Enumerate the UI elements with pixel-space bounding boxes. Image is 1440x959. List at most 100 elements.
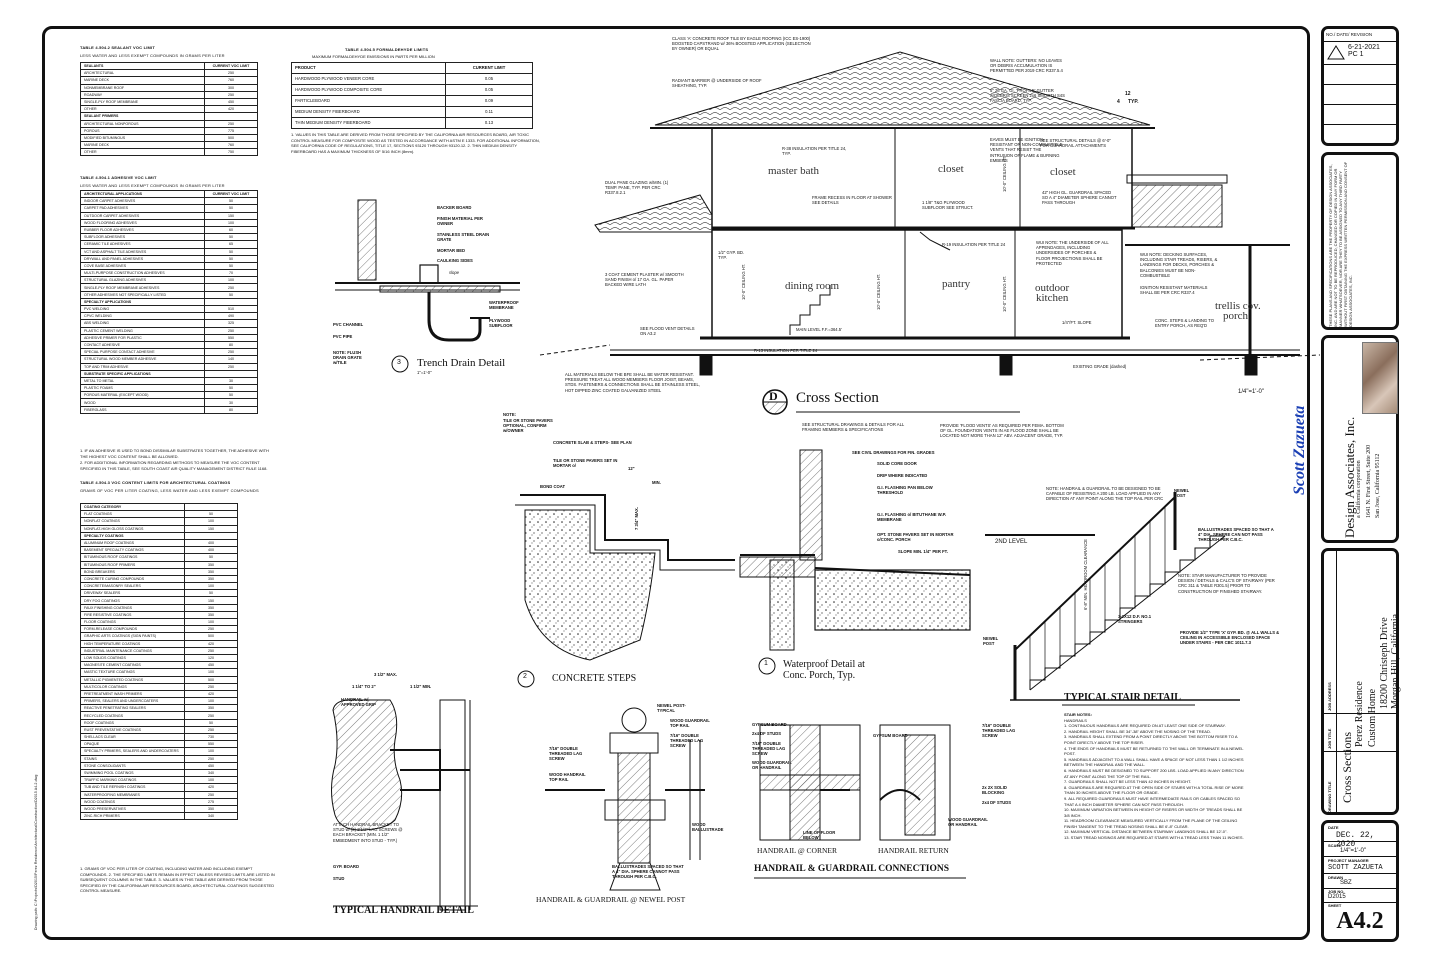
job-no-value: D2015	[1328, 894, 1346, 900]
porch-title-2: Conc. Porch, Typ.	[783, 670, 856, 681]
adhesive-footnote-2: 2. FOR ADDITIONAL INFORMATION REGARDING …	[80, 460, 268, 471]
trench-caulk: CAULKING SIDES	[437, 258, 473, 263]
sealant-table-subtitle: LESS WATER AND LESS EXEMPT COMPOUNDS IN …	[80, 53, 225, 58]
table-cell-value: 340	[184, 812, 238, 821]
porch-civil: SEE CIVIL DRAWINGS FOR FIN. GRADES	[852, 450, 935, 455]
stair-stringers: 3-2X12 D.F. NO.1 STRINGERS	[1118, 614, 1152, 625]
room-master-bath: master bath	[768, 165, 820, 177]
dual-pane-note: DUAL PANE GLAZING w/MIN. (1) TEMP. PANE,…	[605, 180, 669, 196]
handrail-stud: STUD	[333, 876, 345, 881]
conn-gyp-2: GYPSUM BOARD	[873, 733, 908, 738]
porch-title-1: Waterproof Detail at	[783, 659, 865, 670]
gyp-note: 1/2" GYP. BD. TYP.	[718, 250, 745, 261]
porch-detail-lines	[739, 449, 971, 651]
job-title-label: JOB TITLE	[1327, 728, 1332, 749]
porch-drip: DRIP WHERE INDICATED	[877, 473, 928, 478]
conn-gyp-1: GYPSUM BOARD	[752, 722, 787, 727]
job-title-1: Perez Residence	[1354, 681, 1365, 747]
table-cell-value	[204, 297, 258, 307]
room-trellis: trellis cov.	[1215, 300, 1261, 312]
handrail-detail-lines	[331, 699, 478, 911]
trench-backer: BACKER BOARD	[437, 205, 472, 210]
table-cell-value: 50	[204, 254, 258, 263]
porch-flash2: G.I. FLASHING o/ BITUTHANE W.P. MEMBRANE	[877, 512, 947, 523]
revision-date: 6-21-2021	[1348, 44, 1380, 51]
concrete-steps-lines	[515, 494, 735, 661]
steps-bond: BOND COAT	[540, 484, 566, 489]
porch-slope: SLOPE MIN. 1/4" PER FT.	[898, 549, 948, 554]
job-address-1: 18200 Christeph Drive	[1379, 617, 1390, 709]
ceiling-height-4: 10'-0" CEILING HT.	[1002, 275, 1007, 312]
table-cell-value: 70	[204, 269, 258, 278]
handrail-attach: ATTACH HANDRAIL BRACKET TO STUD w/ (2) 2…	[333, 822, 403, 843]
handrail-gyp: GYP. BOARD	[333, 864, 359, 869]
underside-note: WUI NOTE: THE UNDERSIDE OF ALL APPENDAGE…	[1036, 240, 1109, 266]
firm-block: Design Associates, Inc. a California cor…	[1321, 335, 1399, 543]
stair-note: NOTE: HANDRAIL & GUARDRAIL TO BE DESIGNE…	[1046, 486, 1164, 502]
firm-address-1: 1641 N. First Street, Suite 200	[1366, 444, 1372, 518]
firm-subtitle: a California corporation	[1356, 460, 1362, 518]
handrail-title: TYPICAL HANDRAIL DETAIL	[333, 905, 474, 916]
stair-note-item: 10. MAXIMUM VARIATION BETWEEN IN HEIGHT …	[1064, 807, 1243, 818]
porch-pavers: OPT. STONE PAVERS SET IN MORTAR o/CONC. …	[877, 532, 954, 543]
job-address-2: Morgan Hill, California	[1390, 613, 1401, 709]
adhesive-footnote-1: 1. IF AN ADHESIVE IS USED TO BOND DISSIM…	[80, 448, 269, 459]
cross-section-letter: D	[769, 389, 778, 403]
stair-2nd-level: 2ND LEVEL	[995, 539, 1028, 545]
revision-block: NO./ DATE/ REVISION 6-21-2021 PC 1	[1321, 26, 1399, 146]
table-cell-value: 50	[204, 384, 258, 393]
steps-note-title: NOTE:	[503, 412, 517, 417]
table-cell-value: 250	[204, 283, 258, 292]
stair-note-item: 8. GUARDRAILS ARE REQUIRED AT THE OPEN S…	[1064, 784, 1244, 796]
ceiling-height-2: 10'-0" CEILING HT.	[1002, 155, 1007, 192]
steps-note: TILE OR STONE PAVERS OPTIONAL, CONFIRM w…	[503, 418, 553, 434]
plaster-note: 3 COAT CEMENT PLASTER w/ SMOOTH SAND FIN…	[605, 272, 684, 288]
newel-ballustrade: WOOD BALLUSTRADE	[692, 822, 724, 833]
main-level-note: MAIN LEVEL F.F.=364.5'	[796, 327, 842, 332]
drawing-title-label: DRAWING TITLE	[1327, 781, 1332, 813]
copyright-text: THESE PLANS AND SPECIFICATIONS ARE THE P…	[1328, 161, 1353, 327]
radiant-barrier-note: RADIANT BARRIER @ UNDERSIDE OF ROOF SHEA…	[672, 78, 762, 89]
trench-finish: FINISH MATERIAL PER OWNER	[437, 216, 483, 227]
stair-note-item: 6. HANDRAILS MUST BE DESIGNED TO SUPPORT…	[1064, 767, 1244, 779]
trench-detail-bubble	[391, 355, 409, 373]
table-row: SUBSTRATE SPECIFIC APPLICATIONS	[80, 369, 258, 378]
trench-scale: 1"=1'-0"	[417, 370, 432, 375]
table-cell-value: 30	[204, 398, 258, 407]
coating-table-title: TABLE 4.504.3 VOC CONTENT LIMITS FOR ARC…	[80, 480, 231, 485]
porch-door: SOLID CORE DOOR	[877, 461, 917, 466]
drawing-title: Cross Sections	[1340, 731, 1354, 803]
coating-table-subtitle: GRAMS OF VOC PER LITER COATING, LESS WAT…	[80, 488, 259, 493]
trench-mortar: MORTAR BED	[437, 248, 466, 253]
trench-slope: slope	[449, 270, 460, 275]
slope-note: 1/4"/FT. SLOPE	[1062, 320, 1092, 325]
r19-note: R-19 INSULATION PER TITLE 24	[942, 242, 1006, 247]
stair-note-item: 2. HANDRAIL HEIGHT SHALL BE 34"-38" ABOV…	[1064, 728, 1211, 734]
stair-ballustrades: BALLUSTRADES SPACED SO THAT A 4" DIA. SP…	[1198, 527, 1274, 543]
steps-detail-bubble	[517, 670, 535, 688]
pitch-run: 12	[1125, 91, 1131, 97]
table-cell-value	[184, 502, 238, 512]
table-cell-value: 140	[204, 355, 258, 364]
gutter-note: 5" 26 GA. GI. 'PROFILE' GUTTER w/DEBRIS …	[990, 88, 1065, 104]
conn-return-label: HANDRAIL RETURN	[878, 846, 949, 855]
see-structural-note: SEE STRUCTURAL DRAWINGS & DETAILS FOR AL…	[802, 422, 905, 433]
handrail-dim-b: 1 1/2" MIN.	[410, 684, 432, 689]
job-title-2: Custom Home	[1367, 688, 1378, 747]
cross-section-lines	[539, 51, 1321, 376]
steps-pavers: TILE OR STONE PAVERS SET IN MORTAR o/	[553, 458, 618, 469]
newel-post-lines	[545, 707, 705, 891]
table-cell-value: 80	[204, 340, 258, 350]
